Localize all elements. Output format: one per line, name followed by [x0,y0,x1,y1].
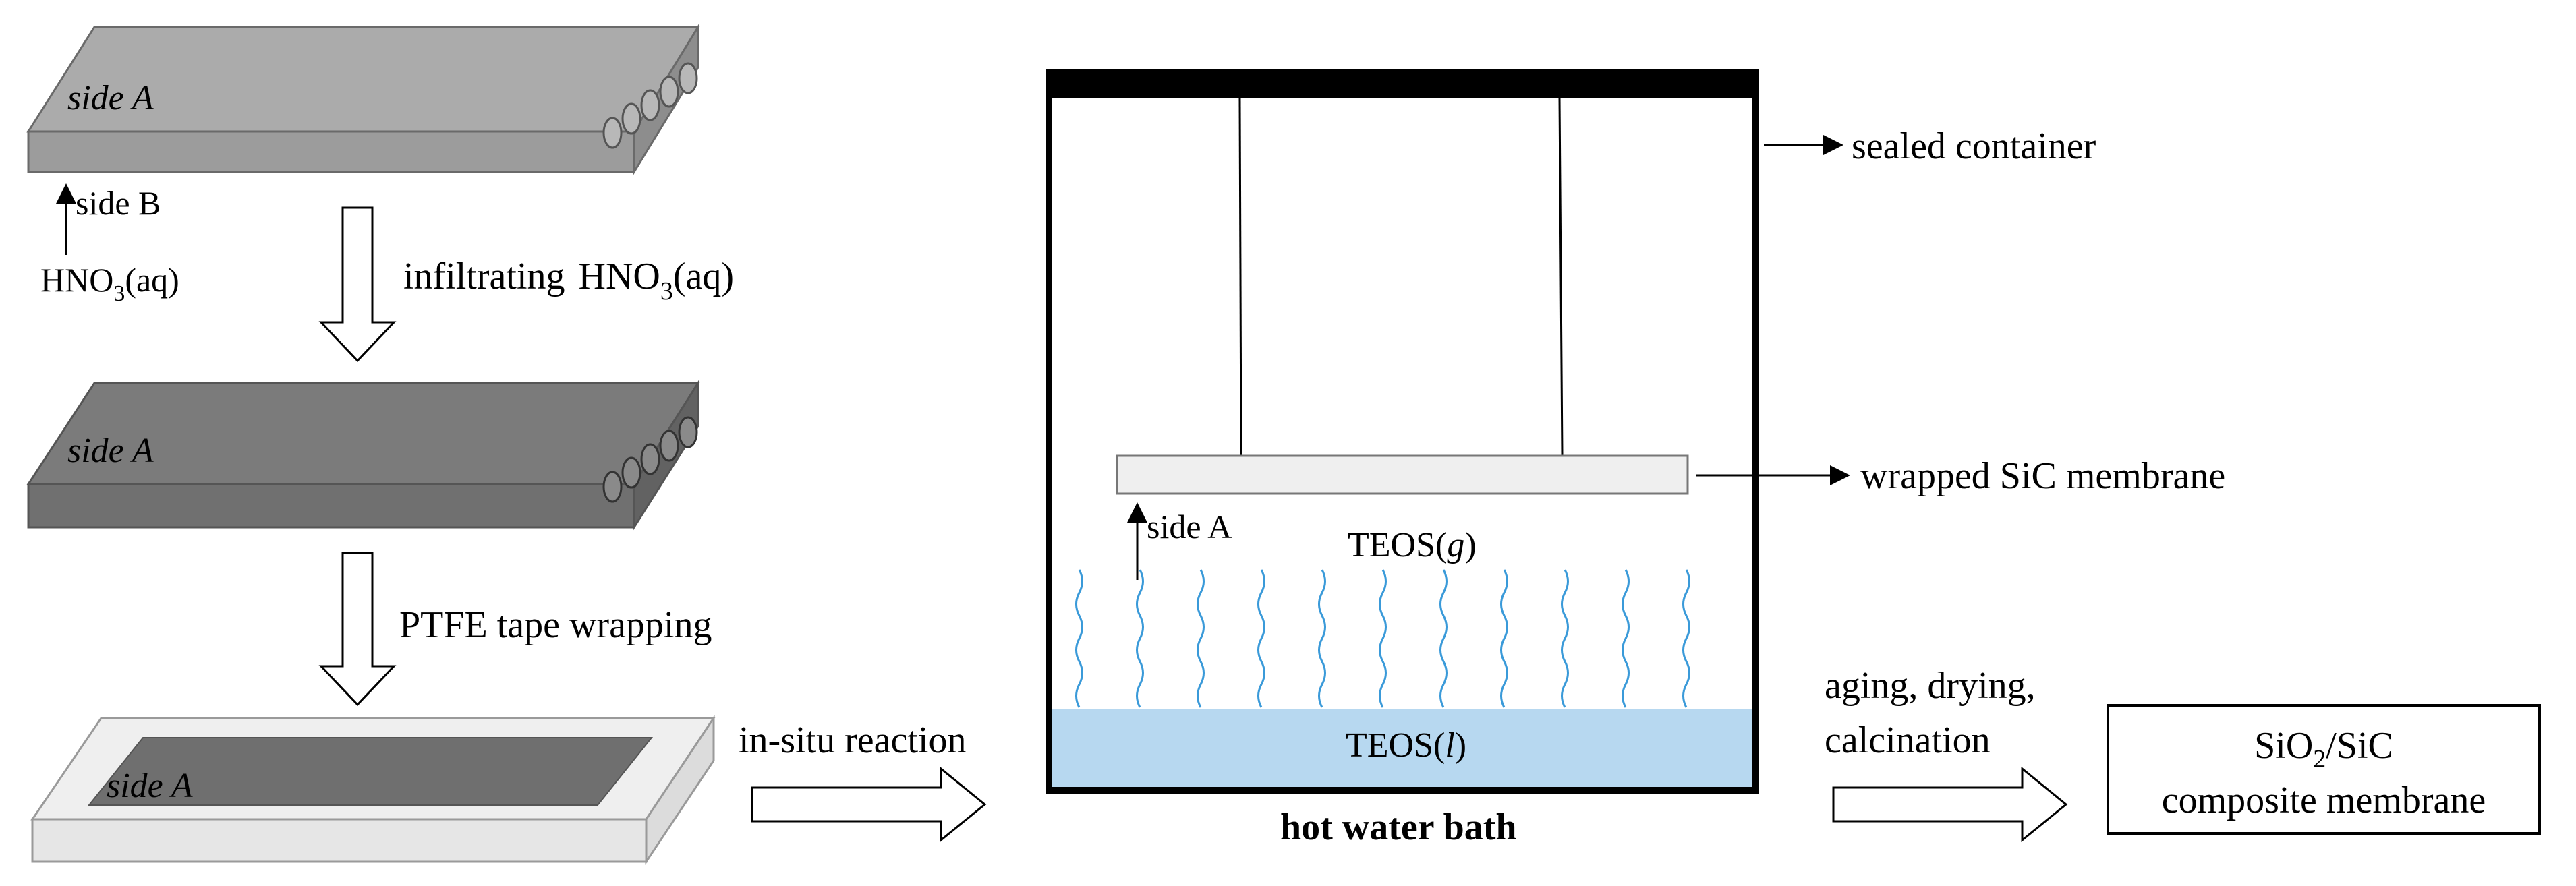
wrapped-membrane [1116,454,1689,495]
step1-down-arrow [318,206,397,363]
vapor-wave-7 [1439,569,1448,708]
vapor-wave-3 [1197,569,1205,708]
slab1-side-a-label: side A [67,79,154,117]
teos-gas-label: TEOS(g) [1348,526,1477,564]
liquid-teos [1052,709,1752,787]
vapor-wave-11 [1682,569,1690,708]
channel-holes-2 [602,416,698,503]
hno3-label: HNO3(aq) [40,261,179,306]
slab-acid-infiltrated: side A [26,379,700,531]
hanging-wire-left [1238,98,1242,456]
teos-liquid-label: TEOS(l) [1346,726,1466,765]
hanging-wire-right [1558,98,1564,456]
in-situ-reaction-label: in-situ reaction [739,719,966,761]
vapor-wave-9 [1561,569,1569,708]
slab3-side-a-label: side A [107,767,193,805]
hot-water-bath-label: hot water bath [1280,806,1517,848]
reaction-right-arrow [751,766,987,843]
slab-untreated: side A [26,23,700,176]
vapor-wave-8 [1500,569,1508,708]
vapor-wave-4 [1257,569,1265,708]
slab2-side-a-label: side A [67,432,154,470]
post-treatment-line1: aging, drying, [1825,665,2036,707]
side-a-label: side A [1147,508,1232,545]
vapor-wave-6 [1379,569,1387,708]
product-box [2107,704,2541,835]
slab-ptfe-wrapped: side A [30,715,716,865]
product-line1: SiO2/SiC [2254,725,2393,773]
product-line2: composite membrane [2162,779,2486,821]
sealed-container [1046,69,1759,794]
step2-label: PTFE tape wrapping [399,604,712,646]
channel-holes [602,62,698,149]
vapor-wave-1 [1075,569,1083,708]
post-treatment-line2: calcination [1825,719,1991,761]
vapor-wave-5 [1318,569,1326,708]
sealed-container-label: sealed container [1852,125,2096,167]
vapor-wave-10 [1622,569,1630,708]
post-treatment-right-arrow [1832,766,2068,843]
side-b-label: side B [76,184,161,222]
vapor-wave-2 [1136,569,1144,708]
step2-down-arrow [318,552,397,707]
membrane-label: wrapped SiC membrane [1860,455,2225,497]
teos-vapor [1075,569,1690,708]
